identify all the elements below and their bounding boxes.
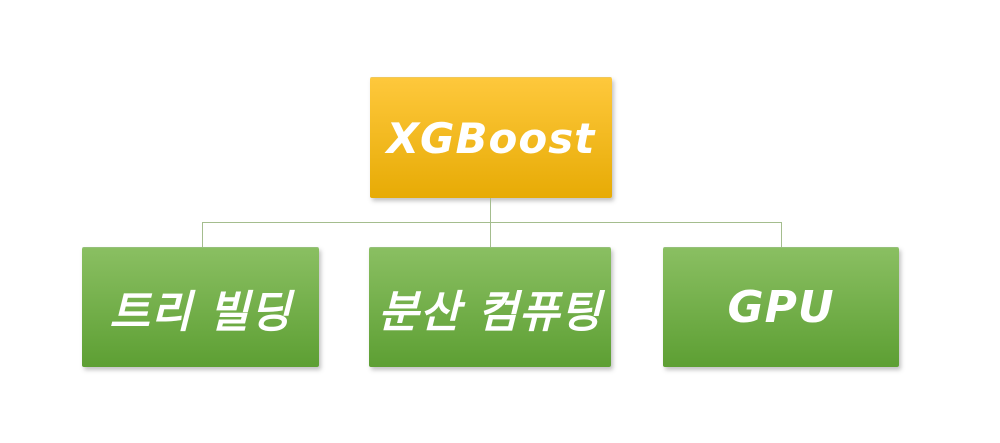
connector-drop-right xyxy=(781,222,782,247)
node-xgboost-label: XGBoost xyxy=(386,113,596,163)
node-distributed-computing: 분산 컴퓨팅 xyxy=(369,247,611,367)
node-distributed-computing-label: 분산 컴퓨팅 xyxy=(378,286,602,338)
connector-drop-mid xyxy=(490,222,491,247)
node-gpu: GPU xyxy=(663,247,899,367)
node-xgboost: XGBoost xyxy=(370,77,612,198)
node-tree-building: 트리 빌딩 xyxy=(82,247,319,367)
node-tree-building-label: 트리 빌딩 xyxy=(109,286,292,338)
connector-root-down xyxy=(490,198,491,222)
connector-horizontal xyxy=(202,222,782,223)
connector-drop-left xyxy=(202,222,203,247)
node-gpu-label: GPU xyxy=(727,282,835,333)
